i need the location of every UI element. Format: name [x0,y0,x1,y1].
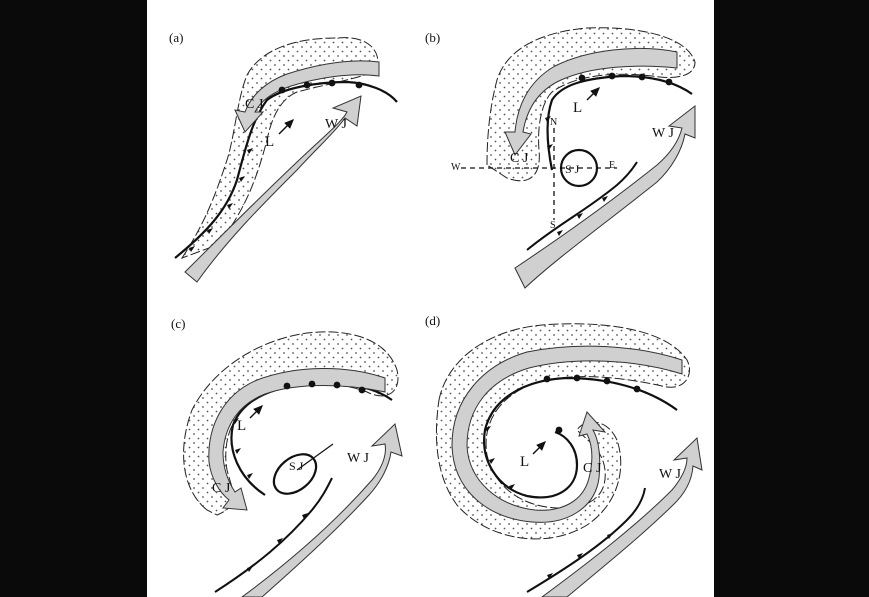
cold-conveyor-belt-b [504,48,678,156]
sting-jet-axis-c [296,443,334,471]
cold-conveyor-belt-a [234,60,380,133]
cold-front-symbols-c [233,418,308,572]
figure-panel: (a) C J W J L (b) N S W E [147,0,714,597]
cold-front-c [214,477,333,593]
warm-front-symbols-d [543,374,641,434]
low-label-d: L [520,454,529,470]
low-motion-arrow-a [278,119,294,135]
cold-conveyor-belt-d [451,345,683,523]
warm-jet-label-c: W J [347,451,369,466]
compass-east-b: E [609,160,615,171]
low-label-c: L [237,418,246,434]
warm-conveyor-belt-b [514,104,696,289]
low-motion-arrow-b [586,87,600,101]
cold-conveyor-belt-c [208,368,386,511]
cold-front-d [526,487,646,593]
warm-conveyor-belt-c [241,423,403,597]
cold-jet-label-b: C J [510,151,529,166]
warm-jet-label-a: W J [325,117,347,132]
sting-jet-ring-c [272,453,318,495]
panel-b: (b) N S W E C J S J W J L [425,27,696,289]
warm-front-symbols-c [283,380,366,394]
frontal-boundary-a [174,80,398,259]
panel-a: (a) C J W J L [169,30,398,283]
cold-front-symbols-a [189,148,253,252]
warm-front-symbols-a [278,79,363,94]
panel-a-label: (a) [169,30,183,45]
panel-c-label: (c) [171,316,185,331]
sting-jet-label-b: S J [565,162,580,176]
cold-front-b [526,161,638,251]
panel-d-label: (d) [425,313,440,328]
compass-north-b: N [550,117,557,128]
frontal-boundary-b [546,74,693,171]
cloud-shield-a [180,37,379,259]
low-label-b: L [573,100,582,116]
warm-conveyor-belt-a [184,95,362,283]
panel-d: (d) C J W J L [425,313,703,597]
warm-jet-label-d: W J [659,467,681,482]
panel-c: (c) C J S J W J L [171,316,403,597]
compass-south-b: S [550,220,556,231]
cold-jet-label-a: C J [245,97,264,112]
compass-west-b: W [451,162,461,173]
cold-front-symbols-b [545,116,608,236]
low-motion-arrow-d [532,441,546,455]
warm-jet-label-b: W J [652,126,674,141]
cold-front-symbols-d [485,426,613,579]
low-motion-arrow-c [249,405,263,419]
warm-conveyor-belt-d [541,436,703,597]
sting-jet-label-c: S J [289,459,304,473]
panel-b-label: (b) [425,30,440,45]
cyclone-diagram: (a) C J W J L (b) N S W E [169,27,703,597]
warm-front-symbols-b [578,72,673,86]
low-label-a: L [265,134,274,150]
frontal-boundary-d [483,376,678,499]
cold-jet-label-c: C J [212,481,231,496]
cold-jet-label-d: C J [583,461,602,476]
